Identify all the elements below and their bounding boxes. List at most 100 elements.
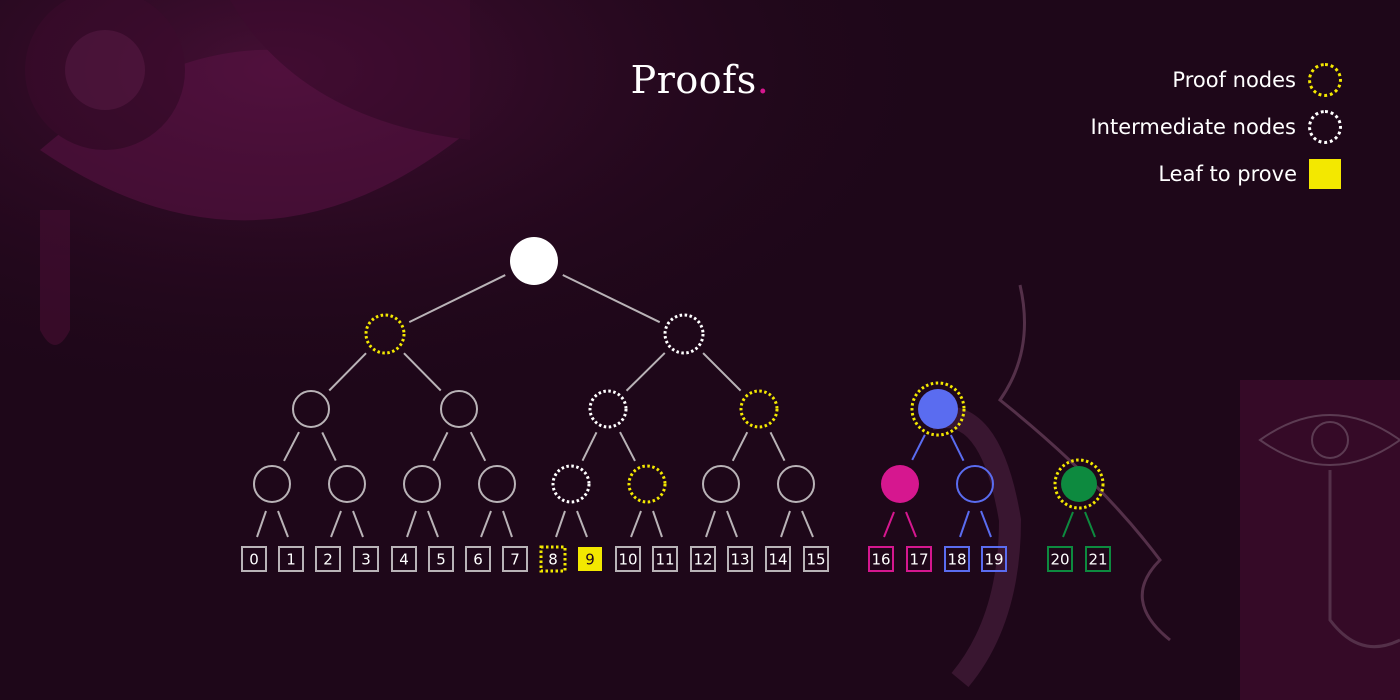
leaf-box (906, 546, 932, 572)
leaf-node-13: 13 (727, 546, 753, 572)
leaf-box (428, 546, 454, 572)
proof-node-ring (910, 381, 966, 437)
page-title: Proofs. (0, 58, 1400, 102)
proof-node-swatch (1308, 63, 1342, 97)
leaf-edge (883, 511, 895, 538)
leaf-label: 13 (730, 551, 749, 569)
leaf-node-15: 15 (803, 546, 829, 572)
tree-node (702, 465, 740, 503)
leaf-box (578, 547, 602, 571)
leaf-box (1085, 546, 1111, 572)
leaf-edge (630, 510, 642, 538)
leaf-edge (352, 510, 364, 538)
title-text: Proofs (630, 58, 757, 102)
leaf-label: 11 (655, 551, 674, 569)
leaf-node-10: 10 (615, 546, 641, 572)
leaf-label: 5 (436, 551, 446, 569)
tree-node (440, 390, 478, 428)
proof-node-ring (1053, 458, 1105, 510)
leaf-label: 16 (871, 551, 890, 569)
leaf-edge (726, 510, 738, 538)
leaf-node-14: 14 (765, 546, 791, 572)
leaf-label: 0 (249, 551, 259, 569)
leaf-label: 9 (585, 551, 595, 569)
leaf-label: 21 (1088, 551, 1107, 569)
tree-edge (321, 432, 337, 461)
leaf-edge (330, 510, 342, 538)
leaf-box (690, 546, 716, 572)
leaf-edge (980, 510, 992, 538)
tree-node (956, 465, 994, 503)
leaf-label: 8 (548, 551, 558, 569)
leaf-box (465, 546, 491, 572)
leaf-box (765, 546, 791, 572)
legend-item-proof: Proof nodes (1090, 62, 1342, 98)
legend-label-proof: Proof nodes (1172, 68, 1296, 92)
leaf-box (803, 546, 829, 572)
tree-edge (432, 431, 449, 462)
proof-node (739, 389, 779, 429)
tree-edge (408, 274, 506, 324)
leaf-edge (905, 511, 917, 538)
tree-edge (403, 352, 442, 392)
tree-node (403, 465, 441, 503)
leaf-box (391, 546, 417, 572)
leaf-edge (576, 510, 588, 538)
leaf-box (278, 546, 304, 572)
leaf-edge (1062, 511, 1074, 538)
leaf-edge (277, 510, 289, 538)
leaf-label: 14 (768, 551, 787, 569)
tree-edge (949, 434, 965, 462)
tree-edge (911, 434, 926, 461)
leaf-edge (1084, 511, 1096, 538)
leaf-box (981, 546, 1007, 572)
tree-edge (702, 352, 742, 392)
tree-nodes (253, 237, 1105, 510)
tree-edge (625, 352, 666, 392)
tree-edge (283, 431, 300, 462)
leaf-node-7: 7 (502, 546, 528, 572)
leaf-node-11: 11 (652, 546, 678, 572)
leaf-edge (555, 510, 566, 538)
tree-node (328, 465, 366, 503)
leaf-edge (406, 510, 417, 538)
leaf-box (315, 546, 341, 572)
tree-node (478, 465, 516, 503)
tree-edge (769, 431, 786, 462)
leaf-box (502, 546, 528, 572)
leaf-edge (502, 510, 513, 538)
leaf-label: 15 (806, 551, 825, 569)
leaf-label: 19 (984, 551, 1003, 569)
leaf-node-12: 12 (690, 546, 716, 572)
leaf-label: 20 (1050, 551, 1069, 569)
intermediate-node (551, 464, 591, 504)
tree-edge (469, 431, 487, 462)
leaf-label: 18 (947, 551, 966, 569)
leaf-edge (427, 510, 439, 538)
leaf-label: 10 (618, 551, 637, 569)
tree-edge (562, 274, 661, 324)
tree-edge (328, 352, 367, 392)
leaf-node-0: 0 (241, 546, 267, 572)
leaf-box (539, 545, 567, 573)
leaf-box (868, 546, 894, 572)
legend-item-leaf: Leaf to prove (1090, 156, 1342, 192)
leaf-node-2: 2 (315, 546, 341, 572)
legend-label-intermediate: Intermediate nodes (1090, 115, 1296, 139)
intermediate-node-swatch (1308, 110, 1342, 144)
tree-edges (256, 274, 1096, 538)
leaf-edge (256, 510, 267, 538)
leaf-box (727, 546, 753, 572)
leaf-label: 2 (323, 551, 333, 569)
leaf-to-prove-swatch (1309, 159, 1341, 189)
tree-edge (581, 431, 598, 462)
legend-label-leaf: Leaf to prove (1158, 162, 1297, 186)
leaf-node-20: 20 (1047, 546, 1073, 572)
legend: Proof nodes Intermediate nodes Leaf to p… (1090, 62, 1342, 203)
leaf-box (944, 546, 970, 572)
proof-node (1061, 466, 1097, 502)
leaf-edge (480, 510, 492, 538)
leaf-node-18: 18 (944, 546, 970, 572)
